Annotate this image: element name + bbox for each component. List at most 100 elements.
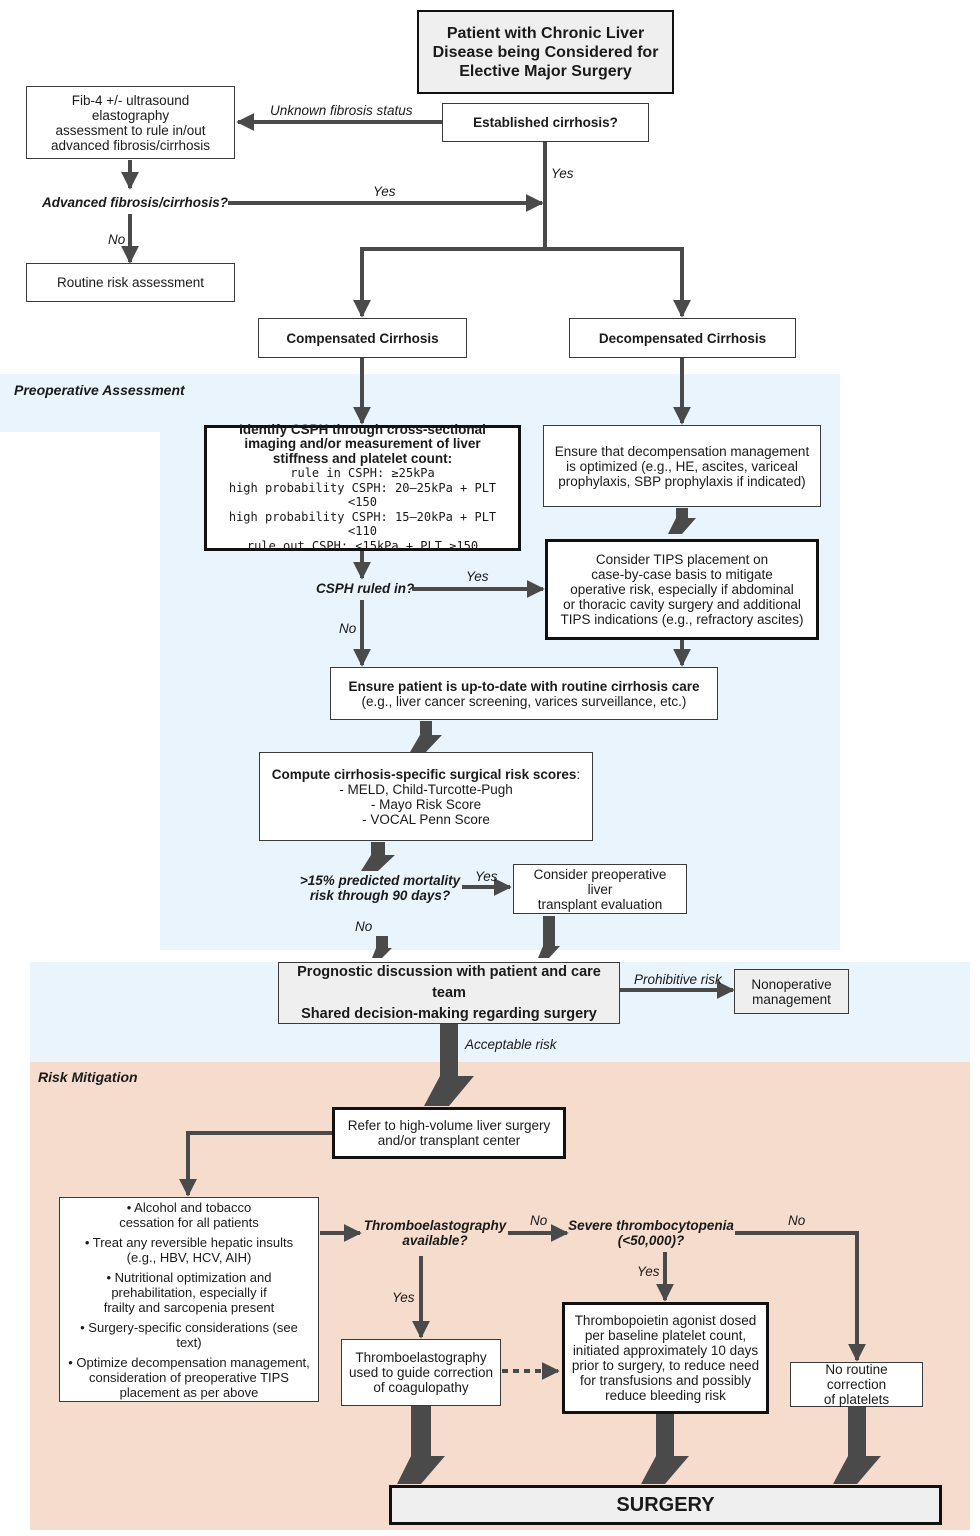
tpo-line-1: Thrombopoietin agonist dosed bbox=[574, 1313, 757, 1328]
teg-q-line-1: Thromboelastography bbox=[363, 1218, 507, 1233]
risk-scores-colon: : bbox=[576, 766, 581, 782]
edge-label-yes-mortality: Yes bbox=[475, 869, 498, 884]
bullet-line-2: cessation for all patients bbox=[119, 1214, 259, 1230]
csph-row-4: rule out CSPH: <15kPa + PLT ≥150 bbox=[246, 538, 479, 553]
edge-label-acceptable: Acceptable risk bbox=[465, 1037, 557, 1052]
tips-node: Consider TIPS placement on case-by-case … bbox=[545, 539, 819, 640]
edge-label-no-csph: No bbox=[339, 621, 357, 636]
csph-row-2: high probability CSPH: 20–25kPa + PLT <1… bbox=[228, 480, 497, 510]
edge-label-yes-thrombo: Yes bbox=[637, 1264, 660, 1279]
risk-section-label: Risk Mitigation bbox=[38, 1069, 138, 1085]
bullet-line-7: frailty and sarcopenia present bbox=[103, 1299, 275, 1315]
teg-used-line-1: Thromboelastography bbox=[355, 1350, 487, 1365]
thrombo-q-line-2: (<50,000)? bbox=[617, 1233, 685, 1248]
edge-label-prohibitive: Prohibitive risk bbox=[634, 972, 722, 987]
routine-care-sub: (e.g., liver cancer screening, varices s… bbox=[361, 693, 687, 709]
risk-score-3: - VOCAL Penn Score bbox=[362, 811, 490, 827]
refer-line-2: and/or transplant center bbox=[377, 1133, 521, 1148]
start-line-2: Disease being Considered for bbox=[432, 43, 659, 61]
tpo-line-6: reduce bleeding risk bbox=[605, 1388, 726, 1403]
routine-risk-label: Routine risk assessment bbox=[56, 275, 205, 290]
no-correction-node: No routine correction of platelets bbox=[790, 1362, 923, 1407]
established-cirrhosis-node: Established cirrhosis? bbox=[442, 103, 649, 142]
risk-score-2: - Mayo Risk Score bbox=[370, 796, 482, 812]
routine-risk-node: Routine risk assessment bbox=[26, 263, 235, 302]
csph-title-2: imaging and/or measurement of liver bbox=[244, 436, 481, 452]
decomp-line-3: prophylaxis, SBP prophylaxis if indicate… bbox=[558, 473, 806, 489]
established-label: Established cirrhosis? bbox=[473, 115, 618, 130]
bullet-line-3: • Treat any reversible hepatic insults bbox=[84, 1234, 294, 1250]
bullet-line-9: • Optimize decompensation management, bbox=[68, 1354, 310, 1370]
risk-score-1: - MELD, Child-Turcotte-Pugh bbox=[339, 781, 513, 797]
tpo-line-4: prior to surgery, to reduce need bbox=[571, 1358, 760, 1373]
decomp-management-node: Ensure that decompensation management is… bbox=[543, 425, 821, 507]
teg-used-node: Thromboelastography used to guide correc… bbox=[341, 1339, 501, 1406]
csph-node: Identify CSPH through cross-sectional im… bbox=[204, 421, 521, 553]
edge-label-unknown-fibrosis: Unknown fibrosis status bbox=[270, 103, 413, 118]
teg-used-line-3: of coagulopathy bbox=[373, 1380, 469, 1395]
surgery-node: SURGERY bbox=[389, 1485, 942, 1525]
bullet-line-8: • Surgery-specific considerations (see t… bbox=[80, 1319, 298, 1350]
tpo-agonist-node: Thrombopoietin agonist dosed per baselin… bbox=[562, 1302, 769, 1414]
teg-available-question: Thromboelastography available? bbox=[362, 1218, 508, 1248]
edge-label-yes-csph: Yes bbox=[466, 569, 489, 584]
thrombo-q-line-1: Severe thrombocytopenia bbox=[568, 1218, 734, 1233]
risk-scores-node: Compute cirrhosis-specific surgical risk… bbox=[259, 752, 593, 841]
start-node: Patient with Chronic Liver Disease being… bbox=[417, 10, 674, 94]
risk-scores-title: Compute cirrhosis-specific surgical risk… bbox=[271, 766, 577, 782]
fib4-line-2: assessment to rule in/out bbox=[55, 122, 206, 138]
bullet-line-11: placement as per above bbox=[119, 1384, 259, 1400]
tpo-line-2: per baseline platelet count, bbox=[584, 1328, 747, 1343]
prognostic-line-1: Prognostic discussion with patient and c… bbox=[297, 963, 601, 1001]
fib4-line-1: Fib-4 +/- ultrasound elastography bbox=[71, 92, 190, 123]
thrombocytopenia-question: Severe thrombocytopenia (<50,000)? bbox=[568, 1218, 734, 1248]
transplant-line-1: Consider preoperative liver bbox=[533, 866, 667, 897]
nonoperative-node: Nonoperative management bbox=[734, 969, 849, 1014]
bullet-line-4: (e.g., HBV, HCV, AIH) bbox=[126, 1249, 252, 1265]
nonop-line-2: management bbox=[752, 991, 831, 1007]
edge-label-yes-established: Yes bbox=[551, 166, 574, 181]
decomp-line-2: is optimized (e.g., HE, ascites, varicea… bbox=[566, 458, 798, 474]
csph-title-1: Identify CSPH through cross-sectional bbox=[239, 421, 486, 437]
csph-row-1: rule in CSPH: ≥25kPa bbox=[290, 466, 435, 481]
refer-node: Refer to high-volume liver surgery and/o… bbox=[332, 1107, 566, 1159]
mitigation-bullets-node: • Alcohol and tobacco cessation for all … bbox=[59, 1197, 319, 1402]
decompensated-label: Decompensated Cirrhosis bbox=[598, 330, 767, 346]
preop-region-top bbox=[0, 374, 840, 432]
compensated-node: Compensated Cirrhosis bbox=[258, 318, 467, 358]
tpo-line-3: initiated approximately 10 days bbox=[572, 1343, 759, 1358]
routine-care-node: Ensure patient is up-to-date with routin… bbox=[330, 667, 718, 720]
preop-section-label: Preoperative Assessment bbox=[14, 382, 185, 398]
decomp-line-1: Ensure that decompensation management bbox=[554, 443, 810, 459]
start-line-3: Elective Major Surgery bbox=[459, 62, 632, 80]
surgery-label: SURGERY bbox=[616, 1493, 715, 1516]
mortality-question: >15% predicted mortality risk through 90… bbox=[290, 873, 470, 903]
compensated-label: Compensated Cirrhosis bbox=[286, 330, 439, 346]
refer-line-1: Refer to high-volume liver surgery bbox=[347, 1118, 551, 1133]
mortality-line-2: risk through 90 days? bbox=[309, 888, 451, 903]
edge-label-no-advanced: No bbox=[108, 232, 126, 247]
prognostic-node: Prognostic discussion with patient and c… bbox=[278, 962, 620, 1024]
mortality-line-1: >15% predicted mortality bbox=[299, 873, 461, 888]
fib4-node: Fib-4 +/- ultrasound elastography assess… bbox=[26, 86, 235, 159]
decompensated-node: Decompensated Cirrhosis bbox=[569, 318, 796, 358]
edge-label-no-teg: No bbox=[530, 1213, 548, 1228]
bullet-line-1: • Alcohol and tobacco bbox=[126, 1199, 252, 1215]
fib4-line-3: advanced fibrosis/cirrhosis bbox=[50, 137, 211, 153]
tips-line-5: TIPS indications (e.g., refractory ascit… bbox=[560, 612, 804, 627]
transplant-eval-node: Consider preoperative liver transplant e… bbox=[513, 864, 687, 914]
no-correction-line-2: of platelets bbox=[823, 1392, 890, 1407]
tpo-line-5: for transfusions and possibly bbox=[579, 1373, 752, 1388]
csph-row-3: high probability CSPH: 15–20kPa + PLT <1… bbox=[228, 509, 497, 539]
prognostic-line-2: Shared decision-making regarding surgery bbox=[301, 1005, 597, 1022]
tips-line-2: case-by-case basis to mitigate bbox=[591, 567, 773, 582]
tips-line-3: operative risk, especially if abdominal bbox=[570, 582, 794, 597]
edge-label-no-thrombo: No bbox=[788, 1213, 806, 1228]
edge-label-no-mortality: No bbox=[355, 919, 373, 934]
edge-label-yes-teg: Yes bbox=[392, 1290, 415, 1305]
bullet-line-6: prehabilitation, especially if bbox=[111, 1284, 267, 1300]
bullet-line-10: consideration of preoperative TIPS bbox=[89, 1369, 289, 1385]
tips-line-4: or thoracic cavity surgery and additiona… bbox=[563, 597, 801, 612]
csph-ruled-in-question: CSPH ruled in? bbox=[316, 581, 415, 596]
